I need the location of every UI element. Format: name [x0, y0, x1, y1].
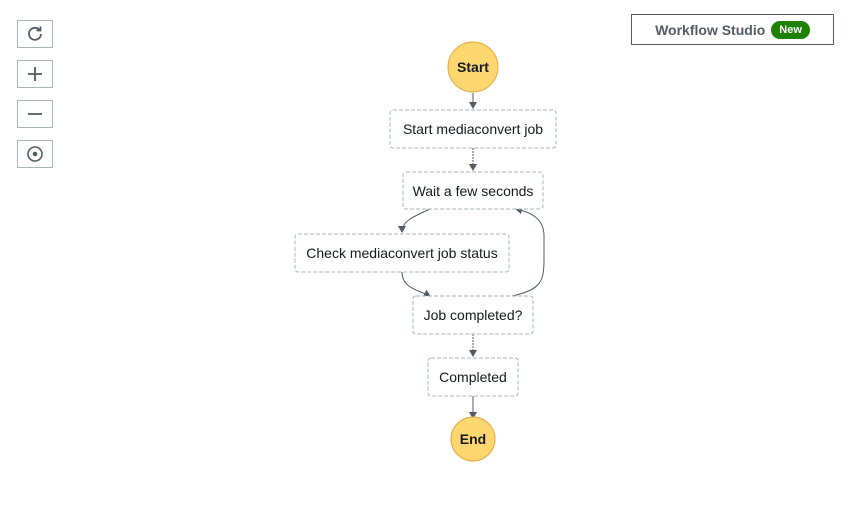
state-label: Job completed? [424, 307, 523, 323]
zoom-out-button[interactable] [17, 100, 53, 128]
zoom-in-button[interactable] [17, 60, 53, 88]
state-label: Completed [439, 369, 507, 385]
start-node[interactable]: Start [447, 41, 499, 93]
minus-icon [28, 113, 42, 115]
refresh-icon [28, 26, 42, 41]
state-start-mediaconvert-job[interactable]: Start mediaconvert job [389, 109, 557, 149]
end-label: End [460, 431, 486, 447]
center-button[interactable] [17, 140, 53, 168]
refresh-button[interactable] [17, 20, 53, 48]
edges [398, 93, 545, 419]
edge-wait-to-check [398, 208, 431, 233]
workflow-studio-label: Workflow Studio [655, 21, 766, 38]
state-job-completed-choice[interactable]: Job completed? [412, 295, 534, 335]
plus-icon [28, 67, 42, 81]
start-label: Start [457, 59, 489, 75]
edge-check-to-choice [401, 271, 431, 297]
state-label: Wait a few seconds [413, 183, 534, 199]
new-badge: New [771, 20, 810, 39]
state-completed[interactable]: Completed [427, 357, 519, 397]
target-icon [27, 146, 43, 162]
state-check-mediaconvert-job-status[interactable]: Check mediaconvert job status [294, 233, 510, 273]
state-label: Start mediaconvert job [403, 121, 543, 137]
state-wait-a-few-seconds[interactable]: Wait a few seconds [402, 171, 544, 210]
end-node[interactable]: End [450, 416, 496, 462]
state-label: Check mediaconvert job status [306, 245, 497, 261]
edge-choice-to-wait [511, 206, 545, 297]
workflow-studio-button[interactable]: Workflow Studio New [631, 14, 834, 45]
